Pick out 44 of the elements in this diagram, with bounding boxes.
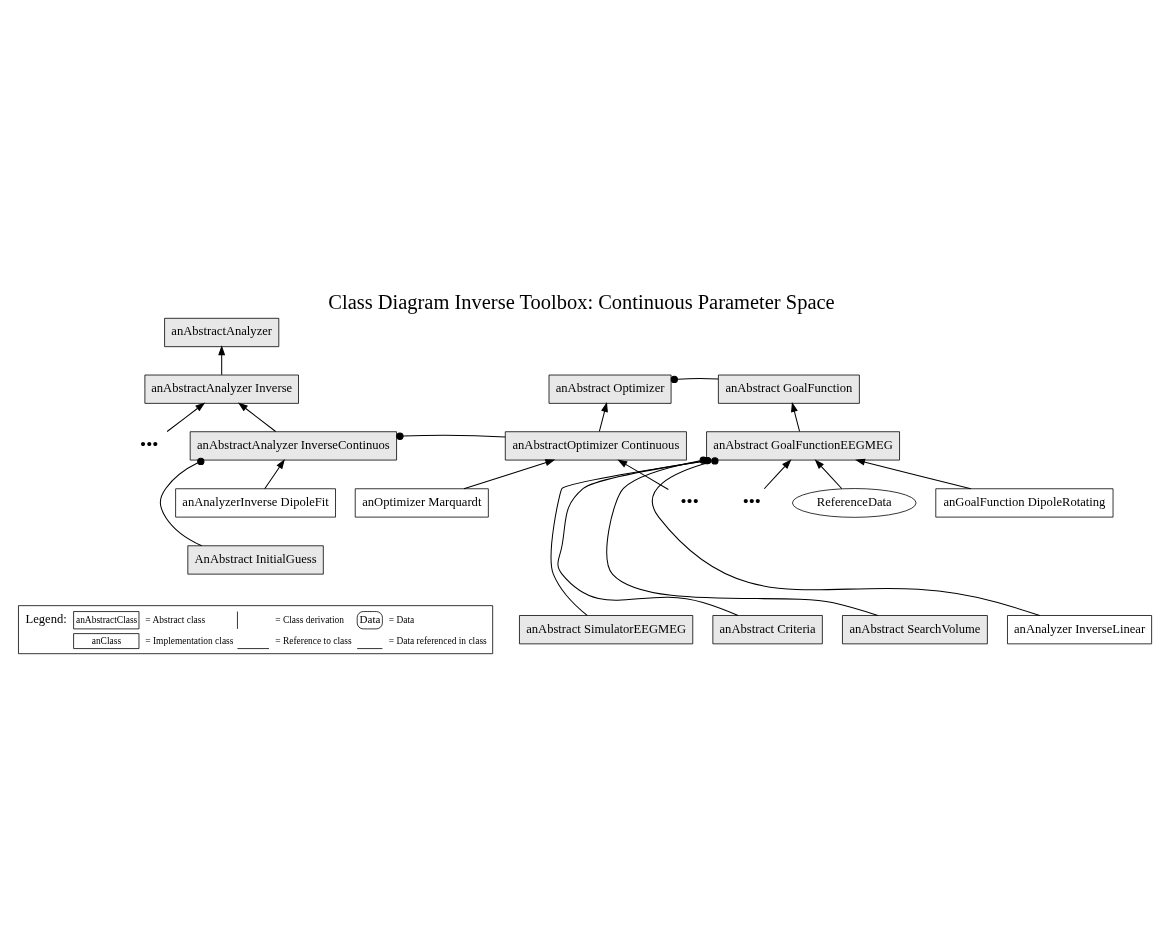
label: anAbstractClass xyxy=(75,614,138,625)
node-ellipse: ReferenceData xyxy=(792,487,917,518)
node-box: anAbstract Optimizer xyxy=(548,374,672,404)
legend-label: = Implementation class xyxy=(145,635,234,646)
arrow xyxy=(791,401,801,432)
legend-label: = Abstract class xyxy=(145,614,206,625)
node-box: anAbstract SimulatorEEGMEG xyxy=(519,614,694,644)
legend-label: = Data referenced in class xyxy=(388,635,487,646)
arrow xyxy=(763,458,792,489)
node-text: ••• xyxy=(742,491,761,511)
arrow xyxy=(855,458,972,489)
arrow xyxy=(598,401,608,432)
legend-label: = Data xyxy=(388,614,415,625)
arrow xyxy=(463,458,556,489)
arrow xyxy=(218,344,226,375)
node-box: anGoalFunction DipoleRotating xyxy=(935,487,1114,517)
arrow xyxy=(238,402,277,432)
label: Legend: xyxy=(25,611,67,626)
label: Data xyxy=(359,612,381,625)
connector xyxy=(396,432,506,440)
legend-label: = Reference to class xyxy=(275,635,352,646)
arrow xyxy=(617,458,669,490)
node-box: anAbstract SearchVolume xyxy=(842,614,988,644)
node-box: anAbstractAnalyzer xyxy=(164,317,280,347)
arrow xyxy=(166,402,206,432)
node-box: anAbstract GoalFunction xyxy=(717,374,860,404)
arrow xyxy=(264,458,285,489)
node-box: anOptimizer Marquardt xyxy=(354,487,489,517)
connector xyxy=(670,375,719,383)
diagram-title: Class Diagram Inverse Toolbox: Continuous Parameter Space xyxy=(328,290,835,313)
legend-label: = Class derivation xyxy=(275,614,345,625)
node-box: anAbstract Criteria xyxy=(712,614,823,644)
node-box: anAbstractAnalyzer InverseContinuos xyxy=(189,430,397,460)
node-box: anAbstractAnalyzer Inverse xyxy=(144,374,299,404)
arrow xyxy=(814,458,843,489)
label: anClass xyxy=(91,635,122,646)
node-box: AnAbstract InitialGuess xyxy=(187,544,324,575)
connector xyxy=(159,457,205,546)
node-text: ••• xyxy=(140,434,159,454)
node-box: anAnalyzer InverseLinear xyxy=(1007,614,1153,644)
node-text: ••• xyxy=(680,491,699,511)
node-box: anAbstract GoalFunctionEEGMEG xyxy=(706,430,900,460)
node-box: anAbstractOptimizer Continuous xyxy=(504,430,687,460)
node-box: anAnalyzerInverse DipoleFit xyxy=(175,487,336,517)
